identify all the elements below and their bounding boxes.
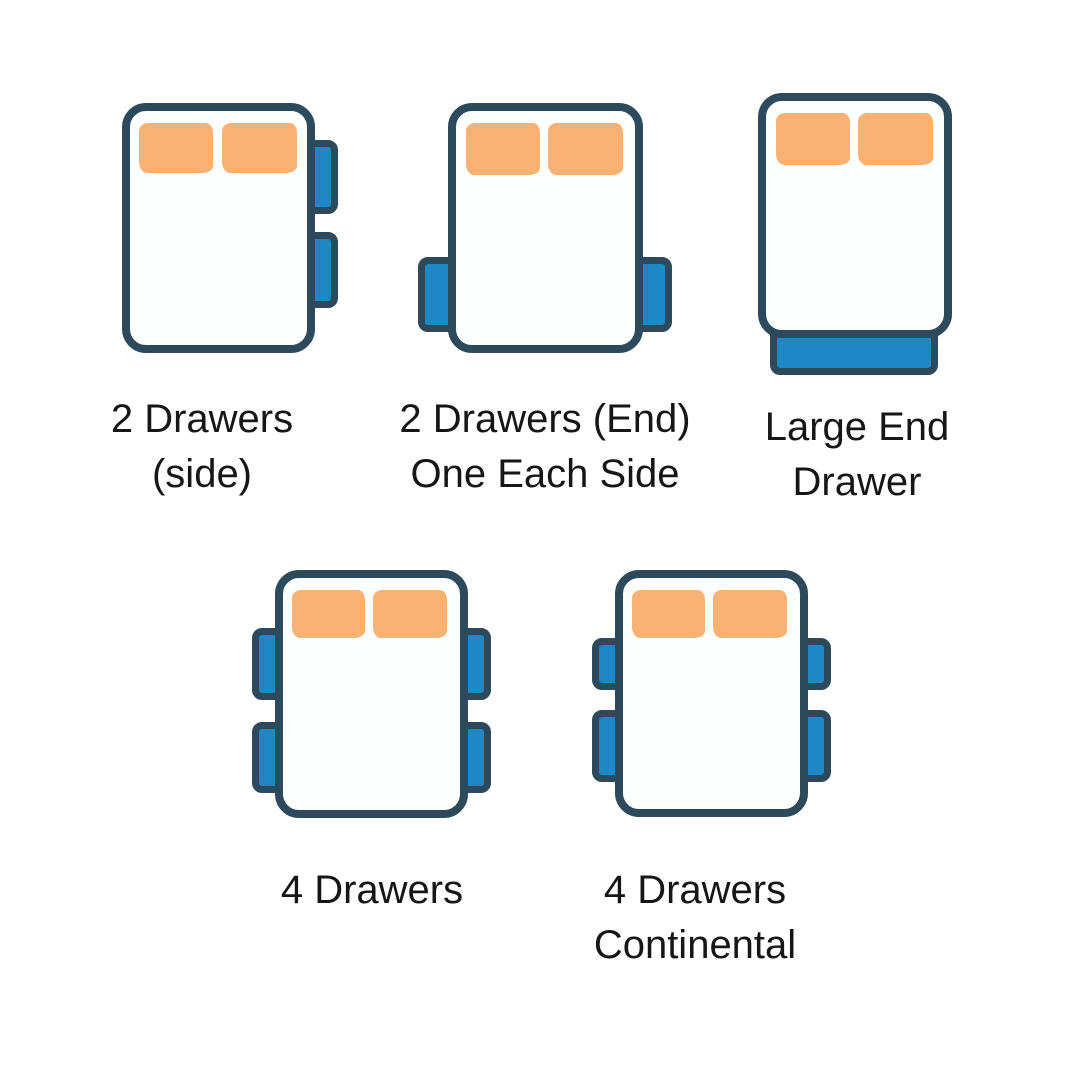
label-line: 2 Drawers xyxy=(110,397,294,441)
bed-label-4-drawers-continental: 4 Drawers Continental xyxy=(535,863,855,973)
pillow-icon xyxy=(713,590,787,638)
label-line: (side) xyxy=(151,452,253,496)
label-line: 2 Drawers (End) xyxy=(399,397,691,441)
pillow-icon xyxy=(548,123,623,175)
label-line: 4 Drawers xyxy=(603,868,787,912)
pillow-icon xyxy=(139,123,213,173)
label-line: Large End xyxy=(764,405,950,449)
bed-label-2-drawers-side: 2 Drawers (side) xyxy=(52,392,352,502)
pillow-icon xyxy=(776,113,850,165)
pillow-icon xyxy=(632,590,705,638)
label-line: Continental xyxy=(593,923,797,967)
label-line: 4 Drawers xyxy=(280,868,464,912)
bed-label-2-drawers-end: 2 Drawers (End) One Each Side xyxy=(375,392,715,502)
pillow-icon xyxy=(466,123,540,175)
label-line: Drawer xyxy=(792,460,922,504)
bed-label-large-end-drawer: Large End Drawer xyxy=(712,400,1002,510)
pillow-icon xyxy=(292,590,365,638)
pillow-icon xyxy=(858,113,933,165)
bed-label-4-drawers: 4 Drawers xyxy=(222,863,522,918)
pillow-icon xyxy=(373,590,447,638)
pillow-icon xyxy=(222,123,297,173)
label-line: One Each Side xyxy=(410,452,680,496)
